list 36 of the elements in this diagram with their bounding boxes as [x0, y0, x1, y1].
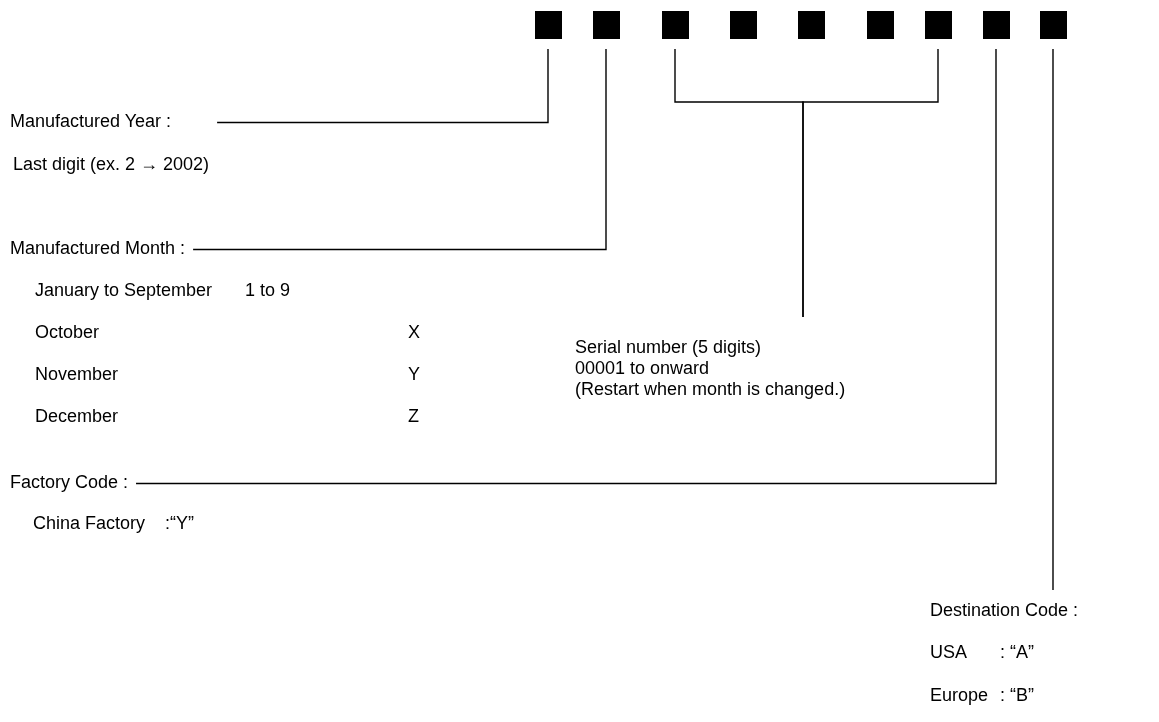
code-value: 1 to 9 [245, 280, 291, 301]
factory-name: China Factory [33, 513, 146, 534]
leader-line [802, 48, 939, 318]
digit-square [924, 11, 952, 39]
field-note: (Restart when month is changed.) [575, 379, 846, 400]
digit-square [1039, 11, 1067, 39]
digit-square [797, 11, 825, 39]
digit-square [534, 11, 562, 39]
digit-square [982, 11, 1010, 39]
field-description: Last digit (ex. 2 → 2002) [13, 154, 210, 175]
field-heading: Factory Code : [10, 472, 129, 493]
digit-square [592, 11, 620, 39]
field-heading: Manufactured Month : [10, 238, 186, 259]
month-name: December [35, 406, 119, 427]
month-name: January to September [35, 280, 213, 301]
field-heading: Destination Code : [930, 600, 1079, 621]
code-value: Z [408, 406, 419, 427]
leader-line [1052, 48, 1054, 591]
digit-square [661, 11, 689, 39]
code-value: :“Y” [165, 513, 194, 534]
code-value: : “A” [1000, 642, 1034, 663]
country-name: USA [930, 642, 967, 663]
code-value: X [408, 322, 420, 343]
digit-square [729, 11, 757, 39]
field-heading: Serial number (5 digits) [575, 337, 763, 358]
leader-line [216, 48, 549, 124]
leader-line [135, 48, 997, 485]
field-description: 00001 to onward [575, 358, 711, 379]
leader-line [192, 48, 607, 251]
country-name: Europe [930, 685, 989, 706]
month-name: November [35, 364, 119, 385]
code-value: : “B” [1000, 685, 1034, 706]
digit-square [866, 11, 894, 39]
code-value: Y [408, 364, 420, 385]
month-name: October [35, 322, 100, 343]
field-heading: Manufactured Year : [10, 111, 173, 132]
